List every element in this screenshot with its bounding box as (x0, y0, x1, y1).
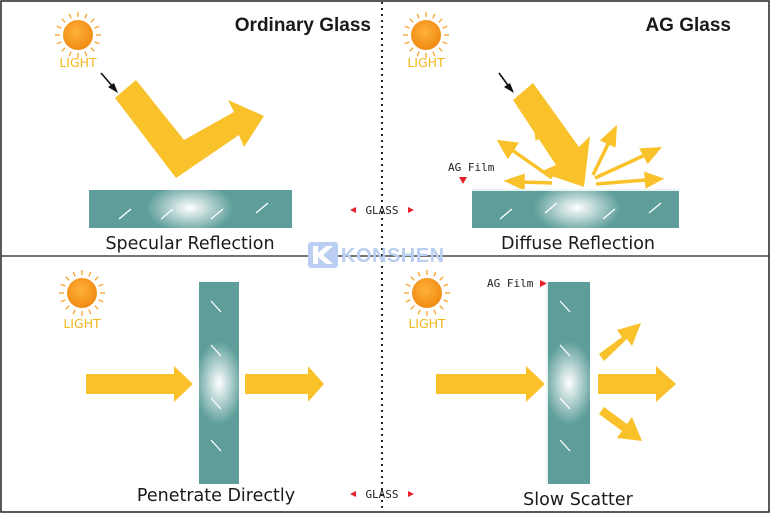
glass-marker-icon (408, 207, 414, 213)
panel-title: AG Glass (645, 15, 731, 36)
glass-label: GLASS (365, 204, 398, 217)
caption: Specular Reflection (105, 234, 274, 254)
caption: Penetrate Directly (137, 486, 295, 506)
light-label: LIGHT (63, 316, 101, 331)
sun-icon (403, 269, 451, 317)
light-label: LIGHT (407, 55, 445, 70)
panel-title: Ordinary Glass (235, 15, 371, 36)
glass-pane (472, 183, 679, 233)
sun-icon (58, 269, 106, 317)
glass-marker-icon (350, 207, 356, 213)
specular-reflection-arrow (115, 80, 264, 178)
panel-slow-scatter: LIGHT AG Film Slow Scatter (403, 269, 676, 510)
transmitted-light-arrow (245, 366, 324, 402)
scatter-arrow-up (599, 323, 641, 361)
light-label: LIGHT (59, 55, 97, 70)
caption: Diffuse Reflection (501, 234, 655, 254)
glass-marker-icon (408, 491, 414, 497)
sun-icon (54, 11, 102, 59)
panel-ordinary-glass: Ordinary Glass LIGHT Specular Reflection (54, 11, 371, 254)
logo-icon (308, 242, 338, 268)
glass-pane (89, 183, 292, 233)
panel-ag-glass: AG Glass LIGHT AG Film Diffuse Ref (402, 11, 731, 254)
incoming-light-arrow (86, 366, 193, 402)
pointer-arrow-icon (498, 72, 514, 93)
scatter-arrow-straight (598, 366, 676, 402)
scattered-transmission-arrows (598, 323, 676, 441)
watermark-logo: KONSHEN (308, 242, 445, 268)
pointer-arrow-icon (100, 72, 118, 93)
ag-film-label: AG Film (448, 161, 495, 174)
glass-marker-icon (350, 491, 356, 497)
glass-label: GLASS (365, 488, 398, 501)
light-label: LIGHT (408, 316, 446, 331)
sun-icon (402, 11, 450, 59)
glass-label-bottom: GLASS (350, 488, 414, 501)
watermark-text: KONSHEN (341, 245, 445, 267)
ag-film-label: AG Film (487, 277, 534, 290)
scatter-arrow-down (599, 407, 642, 441)
scattered-reflection-arrows (496, 118, 665, 191)
ag-film-marker-icon (540, 280, 547, 287)
incoming-light-arrow (436, 366, 545, 402)
caption: Slow Scatter (523, 490, 633, 510)
glass-pane (544, 282, 594, 484)
glass-pane (195, 282, 243, 484)
incident-light-beam (513, 83, 590, 187)
glass-label-top: GLASS (350, 204, 414, 217)
ag-film-marker-icon (459, 177, 467, 184)
panel-penetrate-directly: LIGHT Penetrate Directly (58, 269, 324, 506)
